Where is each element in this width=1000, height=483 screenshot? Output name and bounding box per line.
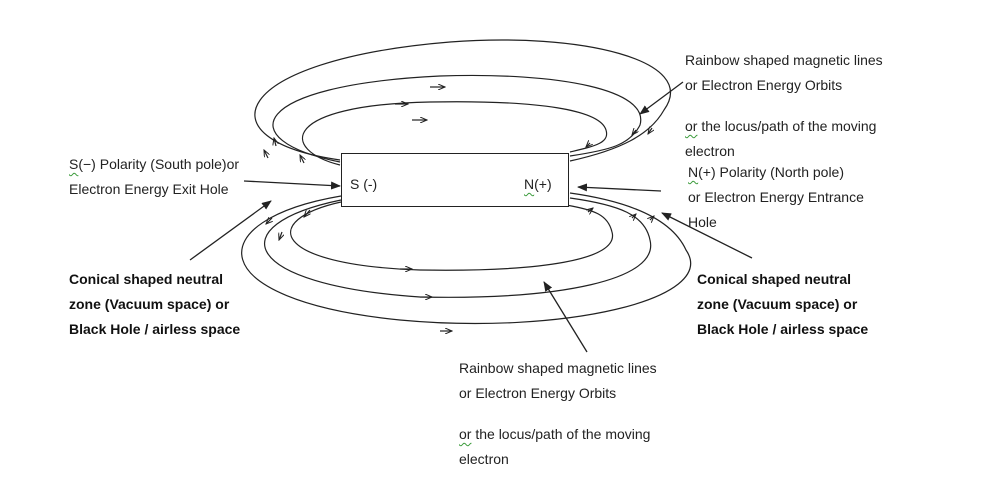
arrow-right-top-1: [586, 143, 590, 147]
top-orbits-annotation: Rainbow shaped magnetic lines or Electro…: [685, 48, 883, 164]
south-pole-letter: S: [69, 156, 79, 172]
pointer-arrow-right-neutral: [661, 212, 753, 259]
bottom-orbits-annotation: Rainbow shaped magnetic lines or Electro…: [459, 356, 657, 472]
arrow-right-bottom-2: [632, 214, 636, 218]
south-pole-annotation: S(−) Polarity (South pole)or Electron En…: [69, 152, 239, 202]
top-orbits-or: or: [685, 118, 698, 134]
pointer-arrow-north-pole: [577, 183, 662, 192]
south-pole-label: S (-): [350, 176, 378, 192]
arrow-right-top-2: [632, 130, 636, 135]
pointer-arrow-bottom-orbits: [543, 281, 588, 353]
bottom-orbits-line2: or Electron Energy Orbits: [459, 385, 617, 401]
arrow-left-bottom-2: [279, 231, 282, 240]
bottom-orbits-line3: or the locus/path of the moving: [459, 422, 657, 447]
bottom-orbits-or: or: [459, 426, 472, 442]
top-field-line-outer: [254, 39, 672, 162]
top-orbits-line3-text: the locus/path of the moving: [697, 118, 877, 134]
bottom-field-line-inner: [290, 201, 614, 271]
bar-magnet: S (-) N(+): [341, 153, 569, 207]
north-pole-label: N(+): [524, 176, 552, 192]
south-pole-line1-text: (−) Polarity (South pole)or: [78, 156, 240, 172]
right-neutral-line1: Conical shaped neutral: [697, 271, 852, 287]
bottom-orbits-line4: electron: [459, 451, 509, 467]
left-neutral-line3: Black Hole / airless space: [69, 321, 241, 337]
top-orbits-line1: Rainbow shaped magnetic lines: [685, 52, 883, 68]
top-orbits-line2: or Electron Energy Orbits: [685, 77, 843, 93]
right-neutral-zone-annotation: Conical shaped neutral zone (Vacuum spac…: [697, 267, 868, 342]
north-pole-line2: or Electron Energy Entrance: [688, 189, 864, 205]
bottom-field-line-outer: [241, 192, 692, 325]
top-field-line-middle: [272, 74, 642, 163]
left-neutral-line2: zone (Vacuum space) or: [69, 296, 230, 312]
left-neutral-zone-annotation: Conical shaped neutral zone (Vacuum spac…: [69, 267, 240, 342]
north-pole-letter: N: [524, 176, 535, 192]
arrow-left-bottom-1: [266, 218, 272, 224]
right-neutral-line3: Black Hole / airless space: [697, 321, 869, 337]
arrow-right-bottom-3: [650, 216, 654, 220]
pointer-arrow-left-neutral: [189, 200, 272, 261]
south-pole-line2: Electron Energy Exit Hole: [69, 181, 229, 197]
north-pole-sign: (+): [534, 176, 552, 192]
pointer-arrow-top-orbits: [639, 81, 684, 115]
north-pole-line3: Hole: [688, 214, 717, 230]
north-pole-annotation: N(+) Polarity (North pole) or Electron E…: [688, 160, 864, 235]
arrow-left-top-3: [300, 155, 304, 164]
bottom-orbits-line1: Rainbow shaped magnetic lines: [459, 360, 657, 376]
right-neutral-line2: zone (Vacuum space) or: [697, 296, 858, 312]
arrow-left-top-2: [274, 138, 276, 147]
north-pole-annotation-letter: N: [688, 164, 699, 180]
bottom-orbits-line3-text: the locus/path of the moving: [471, 426, 651, 442]
top-field-line-inner: [302, 101, 608, 166]
pointer-arrow-south-pole: [243, 180, 341, 190]
left-neutral-line1: Conical shaped neutral: [69, 271, 224, 287]
arrow-left-bottom-3: [304, 209, 310, 217]
arrow-left-top-1: [264, 150, 268, 159]
arrow-right-bottom-1: [588, 208, 593, 212]
top-orbits-line4: electron: [685, 143, 735, 159]
bottom-field-line-middle: [264, 197, 652, 298]
top-orbits-line3: or the locus/path of the moving: [685, 114, 883, 139]
north-pole-line1-text: (+) Polarity (North pole): [698, 164, 845, 180]
south-pole-line1: S(−) Polarity (South pole)or: [69, 152, 239, 177]
north-pole-line1: N(+) Polarity (North pole): [688, 160, 864, 185]
arrow-right-top-3: [648, 128, 652, 134]
